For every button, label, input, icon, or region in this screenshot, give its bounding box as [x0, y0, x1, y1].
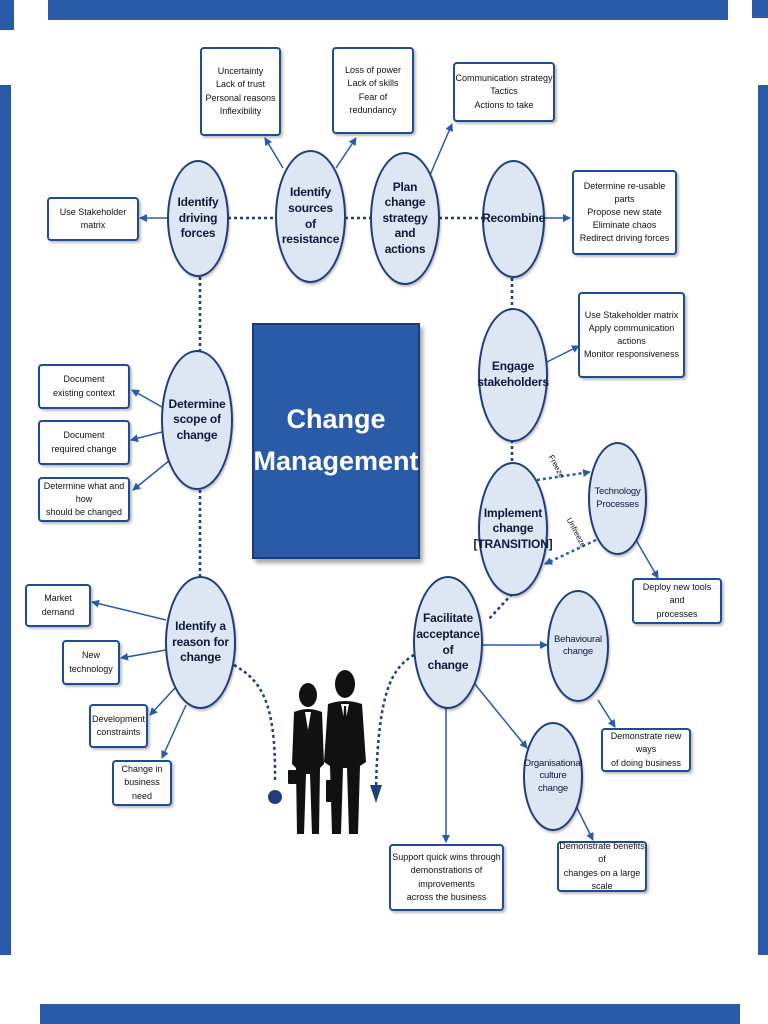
node-technology-processes: Technology Processes: [588, 442, 647, 555]
frame-top-bar: [48, 0, 728, 20]
change-management-title: Change Management: [252, 323, 420, 559]
box-demonstrate-new-ways: Demonstrate new ways of doing business: [601, 728, 691, 772]
box-support-quick-wins: Support quick wins through demonstration…: [389, 844, 504, 911]
node-behavioural-change: Behavioural change: [547, 590, 609, 702]
node-facilitate-acceptance: Facilitate acceptance of change: [413, 576, 483, 709]
start-dot: [268, 790, 282, 804]
box-development-constraints: Development constraints: [89, 704, 148, 748]
node-determine-scope: Determine scope of change: [161, 350, 233, 490]
node-engage-stakeholders: Engage stakeholders: [477, 308, 549, 442]
box-market-demand: Market demand: [25, 584, 91, 627]
node-implement-change: Implement change [TRANSITION]: [474, 462, 553, 596]
box-communication-strategy: Communication strategy Tactics Actions t…: [453, 62, 555, 122]
box-demonstrate-benefits: Demonstrate benefits of changes on a lar…: [557, 841, 647, 892]
box-loss-of-power: Loss of power Lack of skills Fear of red…: [332, 47, 414, 134]
box-document-existing-context: Document existing context: [38, 364, 130, 409]
box-uncertainty: Uncertainty Lack of trust Personal reaso…: [200, 47, 281, 136]
frame-left-bar: [0, 85, 11, 955]
box-use-stakeholder-matrix-right: Use Stakeholder matrix Apply communicati…: [578, 292, 685, 378]
box-use-stakeholder-matrix-left: Use Stakeholder matrix: [47, 197, 139, 241]
frame-right-bar: [758, 85, 768, 955]
node-plan-change-strategy: Plan change strategy and actions: [370, 152, 440, 285]
node-identify-driving-forces: Identify driving forces: [167, 160, 229, 277]
business-people-icon: [288, 670, 366, 834]
box-deploy-new-tools: Deploy new tools and processes: [632, 578, 722, 624]
frame-top-right-corner: [752, 0, 768, 18]
frame-bottom-bar: [40, 1004, 740, 1024]
box-change-in-business-need: Change in business need: [112, 760, 172, 806]
box-determine-reusable-parts: Determine re-usable parts Propose new st…: [572, 170, 677, 255]
frame-top-left-corner: [0, 0, 14, 30]
box-determine-what-how: Determine what and how should be changed: [38, 477, 130, 522]
node-recombine: Recombine: [482, 160, 545, 278]
box-new-technology: New technology: [62, 640, 120, 685]
node-identify-sources-of-resistance: Identify sources of resistance: [275, 150, 346, 283]
node-identify-reason: Identify a reason for change: [165, 576, 236, 709]
node-organisational-culture-change: Organisational culture change: [523, 722, 583, 831]
box-document-required-change: Document required change: [38, 420, 130, 465]
